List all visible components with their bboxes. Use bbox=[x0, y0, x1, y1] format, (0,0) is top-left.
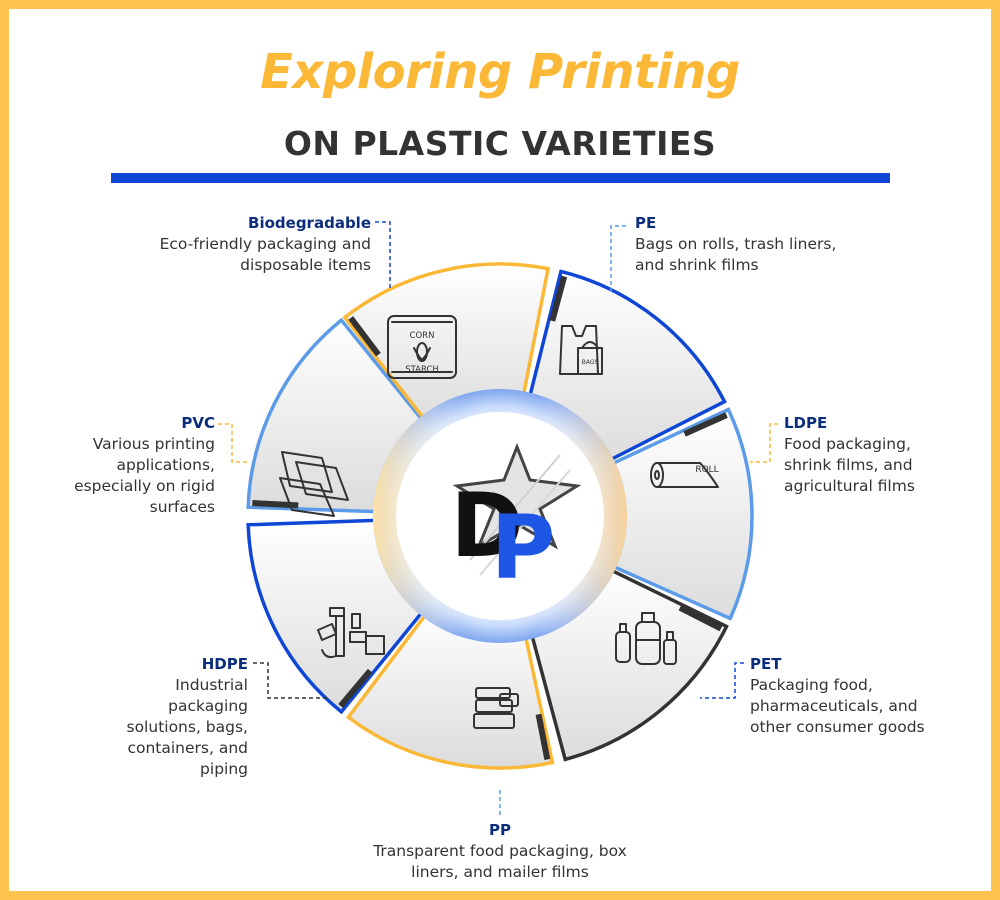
label-pet: PET Packaging food, pharmaceuticals, and… bbox=[750, 654, 935, 738]
segment-edge-bio bbox=[338, 668, 373, 708]
label-description: Eco-friendly packaging and disposable it… bbox=[159, 235, 371, 274]
label-title: Biodegradable bbox=[248, 214, 371, 232]
segment-edge-pp bbox=[683, 412, 728, 437]
bags-icon-text: BAGS bbox=[582, 359, 599, 366]
label-title: PET bbox=[750, 655, 782, 673]
label-description: Bags on rolls, trash liners, and shrink … bbox=[635, 235, 837, 274]
connector-hdpe bbox=[253, 662, 330, 699]
label-description: Industrial packaging solutions, bags, co… bbox=[126, 676, 249, 778]
title-rule bbox=[111, 173, 890, 183]
segment-edge-pe bbox=[252, 500, 299, 509]
corn-starch-bag-icon: CORN STARCH bbox=[387, 315, 457, 379]
rigid-sheets-icon bbox=[279, 451, 349, 517]
segment-edge-pvc bbox=[535, 713, 551, 761]
shopping-bags-icon: BAGS bbox=[559, 325, 603, 375]
label-title: PP bbox=[489, 821, 511, 839]
connector-pet bbox=[700, 662, 744, 699]
label-pvc: PVC Various printing applications, espec… bbox=[40, 413, 215, 518]
label-title: PVC bbox=[181, 414, 215, 432]
logo-letter-d: D bbox=[450, 474, 523, 577]
page-title: Exploring Printing bbox=[260, 44, 740, 100]
pipe-fittings-icon bbox=[317, 607, 385, 659]
corn-icon-text: CORN bbox=[410, 331, 435, 341]
label-title: LDPE bbox=[784, 414, 828, 432]
page-subtitle: ON PLASTIC VARIETIES bbox=[283, 124, 717, 163]
label-description: Food packaging, shrink films, and agricu… bbox=[784, 435, 915, 495]
food-containers-icon bbox=[473, 687, 519, 729]
film-roll-icon: ROLL bbox=[650, 462, 719, 488]
label-title: HDPE bbox=[201, 655, 248, 673]
connector-ldpe bbox=[750, 423, 778, 463]
segment-edge-pet bbox=[549, 275, 568, 322]
label-title: PE bbox=[635, 214, 657, 232]
label-hdpe: HDPE Industrial packaging solutions, bag… bbox=[122, 654, 249, 780]
starch-icon-text: STARCH bbox=[405, 365, 439, 375]
roll-icon-text: ROLL bbox=[695, 465, 718, 475]
segment-edge-ldpe bbox=[348, 316, 381, 357]
star-logo-icon bbox=[452, 442, 582, 576]
label-description: Various printing applications, especiall… bbox=[74, 435, 215, 516]
connector-pe bbox=[610, 225, 626, 292]
label-description: Packaging food, pharmaceuticals, and oth… bbox=[750, 676, 925, 736]
label-pp: PP Transparent food packaging, box liner… bbox=[355, 820, 645, 883]
plastic-bottles-icon bbox=[615, 612, 677, 665]
label-pe: PE Bags on rolls, trash liners, and shri… bbox=[635, 213, 850, 276]
connector-bio bbox=[375, 221, 391, 288]
label-description: Transparent food packaging, box liners, … bbox=[373, 842, 627, 881]
segment-edge-hdpe bbox=[678, 605, 723, 632]
logo-letter-p: P bbox=[491, 496, 556, 599]
label-ldpe: LDPE Food packaging, shrink films, and a… bbox=[784, 413, 954, 497]
connector-pvc bbox=[218, 423, 250, 463]
label-biodegradable: Biodegradable Eco-friendly packaging and… bbox=[140, 213, 371, 276]
